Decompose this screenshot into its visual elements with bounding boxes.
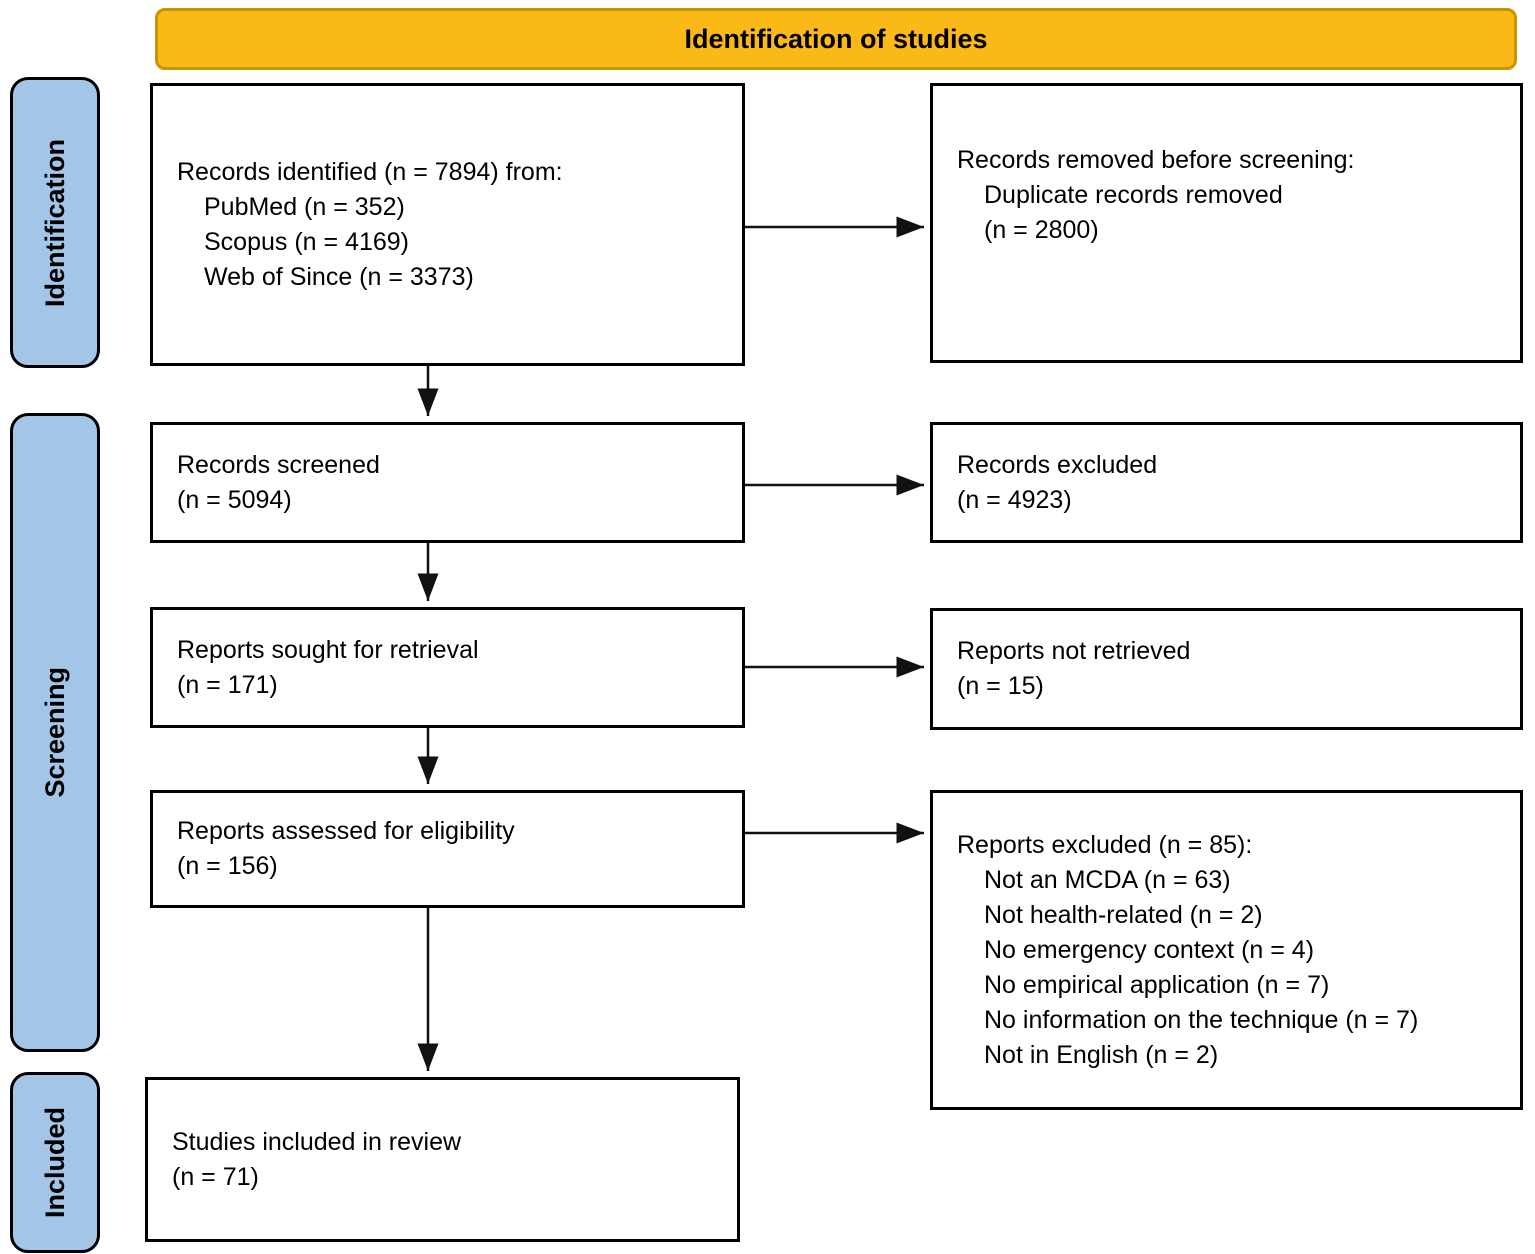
box-reports-excluded: Reports excluded (n = 85): Not an MCDA (… bbox=[930, 790, 1523, 1110]
records-removed-header: Records removed before screening: bbox=[957, 146, 1355, 174]
records-removed-detail: (n = 2800) bbox=[984, 216, 1099, 244]
box-reports-not-retrieved: Reports not retrieved (n = 15) bbox=[930, 608, 1523, 730]
records-excluded-count: (n = 4923) bbox=[957, 485, 1072, 514]
box-reports-assessed: Reports assessed for eligibility (n = 15… bbox=[150, 790, 745, 908]
stage-label-identification: Identification bbox=[10, 77, 100, 368]
reports-sought-count: (n = 171) bbox=[177, 670, 278, 699]
box-records-screened: Records screened (n = 5094) bbox=[150, 422, 745, 543]
reports-excluded-reason: Not an MCDA (n = 63) bbox=[984, 865, 1231, 894]
reports-excluded-header: Reports excluded (n = 85): bbox=[957, 830, 1253, 859]
stage-label-included: Included bbox=[10, 1072, 100, 1253]
stage-label-screening: Screening bbox=[10, 413, 100, 1052]
records-identified-header: Records identified (n = 7894) from: bbox=[177, 157, 563, 186]
reports-assessed-count: (n = 156) bbox=[177, 852, 278, 880]
records-screened-label: Records screened bbox=[177, 450, 380, 479]
reports-sought-label: Reports sought for retrieval bbox=[177, 635, 479, 664]
reports-excluded-reason: No empirical application (n = 7) bbox=[984, 970, 1330, 999]
records-identified-source: Web of Since (n = 3373) bbox=[204, 262, 474, 291]
reports-excluded-reason: No emergency context (n = 4) bbox=[984, 935, 1315, 964]
reports-assessed-label: Reports assessed for eligibility bbox=[177, 817, 515, 845]
box-records-removed: Records removed before screening: Duplic… bbox=[930, 83, 1523, 363]
box-records-excluded: Records excluded (n = 4923) bbox=[930, 422, 1523, 543]
stage-label-screening-text: Screening bbox=[39, 667, 70, 798]
stage-label-included-text: Included bbox=[39, 1106, 70, 1218]
reports-not-retrieved-label: Reports not retrieved bbox=[957, 637, 1191, 665]
studies-included-count: (n = 71) bbox=[172, 1162, 259, 1191]
reports-excluded-reason: Not in English (n = 2) bbox=[984, 1040, 1219, 1069]
records-screened-count: (n = 5094) bbox=[177, 485, 292, 514]
stage-label-identification-text: Identification bbox=[39, 138, 70, 307]
reports-not-retrieved-count: (n = 15) bbox=[957, 672, 1044, 700]
banner: Identification of studies bbox=[155, 8, 1517, 70]
records-identified-source: PubMed (n = 352) bbox=[204, 192, 405, 221]
banner-title: Identification of studies bbox=[684, 23, 988, 54]
records-excluded-label: Records excluded bbox=[957, 450, 1158, 479]
studies-included-label: Studies included in review bbox=[172, 1127, 462, 1156]
reports-excluded-reason: Not health-related (n = 2) bbox=[984, 900, 1263, 929]
records-identified-source: Scopus (n = 4169) bbox=[204, 227, 409, 256]
box-records-identified: Records identified (n = 7894) from: PubM… bbox=[150, 83, 745, 366]
records-removed-detail: Duplicate records removed bbox=[984, 181, 1283, 209]
box-studies-included: Studies included in review (n = 71) bbox=[145, 1077, 740, 1242]
box-reports-sought: Reports sought for retrieval (n = 171) bbox=[150, 607, 745, 728]
reports-excluded-reason: No information on the technique (n = 7) bbox=[984, 1005, 1419, 1034]
